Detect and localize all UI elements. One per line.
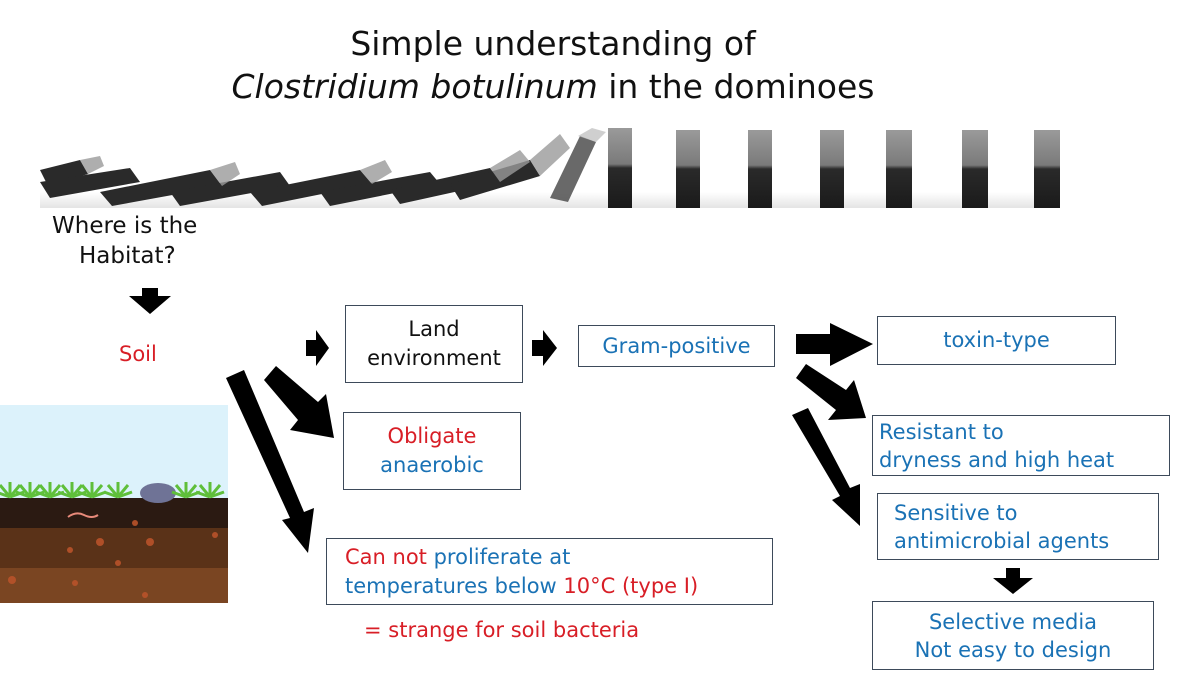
question-line-1: Where is the	[52, 213, 198, 239]
proliferate-at: proliferate at	[426, 544, 571, 569]
node-gram-positive: Gram-positive	[578, 325, 775, 367]
proliferate-temp-value: 10°C (type Ⅰ)	[563, 573, 699, 598]
proliferate-line-1: Can not proliferate at	[345, 543, 570, 572]
soil-image	[0, 405, 228, 603]
arrow-diag-sensitive-icon	[792, 408, 860, 526]
arrow-right-toxin-icon	[796, 323, 873, 366]
species-name: Clostridium botulinum	[231, 67, 598, 106]
node-selective-media: Selective media Not easy to design	[872, 601, 1154, 670]
arrow-right-land-icon	[306, 330, 329, 366]
question-line-2: Habitat?	[79, 243, 176, 269]
arrow-diag-obligate-icon	[264, 366, 334, 438]
resistant-line-2: dryness and high heat	[879, 447, 1115, 472]
proliferate-temperatures: temperatures below	[345, 573, 564, 598]
node-land-environment: Land environment	[345, 305, 523, 383]
arrow-right-gram-icon	[532, 330, 557, 366]
node-resistant: Resistant to dryness and high heat	[872, 415, 1170, 476]
arrow-diag-proliferate-icon	[226, 370, 314, 553]
gram-text: Gram-positive	[602, 333, 751, 358]
node-sensitive: Sensitive to antimicrobial agents	[877, 493, 1159, 560]
arrow-diag-resistant-icon	[796, 364, 866, 420]
land-line-1: Land	[408, 317, 460, 341]
resistant-line-1: Resistant to	[879, 419, 1004, 444]
selective-line-2: Not easy to design	[914, 637, 1112, 662]
obligate-line-2: anaerobic	[380, 453, 484, 477]
node-cannot-proliferate: Can not proliferate at temperatures belo…	[326, 538, 773, 605]
arrow-down-habitat-icon	[129, 288, 171, 314]
arrow-down-selective-icon	[993, 568, 1033, 594]
proliferate-line-2: temperatures below 10°C (type Ⅰ)	[345, 572, 698, 601]
sensitive-line-2: antimicrobial agents	[894, 528, 1110, 553]
selective-line-1: Selective media	[928, 609, 1098, 634]
title-line-1: Simple understanding of	[350, 24, 756, 63]
dominoes-image	[40, 120, 1060, 220]
standing-dominoes	[608, 128, 1060, 208]
node-toxin-type: toxin-type	[877, 316, 1116, 365]
grass-tufts	[0, 482, 225, 499]
strange-note: = strange for soil bacteria	[364, 618, 640, 642]
sensitive-line-1: Sensitive to	[894, 500, 1018, 525]
toxin-text: toxin-type	[943, 328, 1050, 352]
proliferate-cannot: Can not	[345, 544, 427, 569]
node-obligate-anaerobic: Obligate anaerobic	[343, 412, 521, 490]
title-line-2: Clostridium botulinum in the dominoes	[0, 67, 1106, 107]
habitat-soil-label: Soil	[119, 342, 157, 366]
land-line-2: environment	[367, 346, 501, 370]
obligate-line-1: Obligate	[387, 424, 477, 448]
title-line-2-rest: in the dominoes	[597, 67, 875, 106]
